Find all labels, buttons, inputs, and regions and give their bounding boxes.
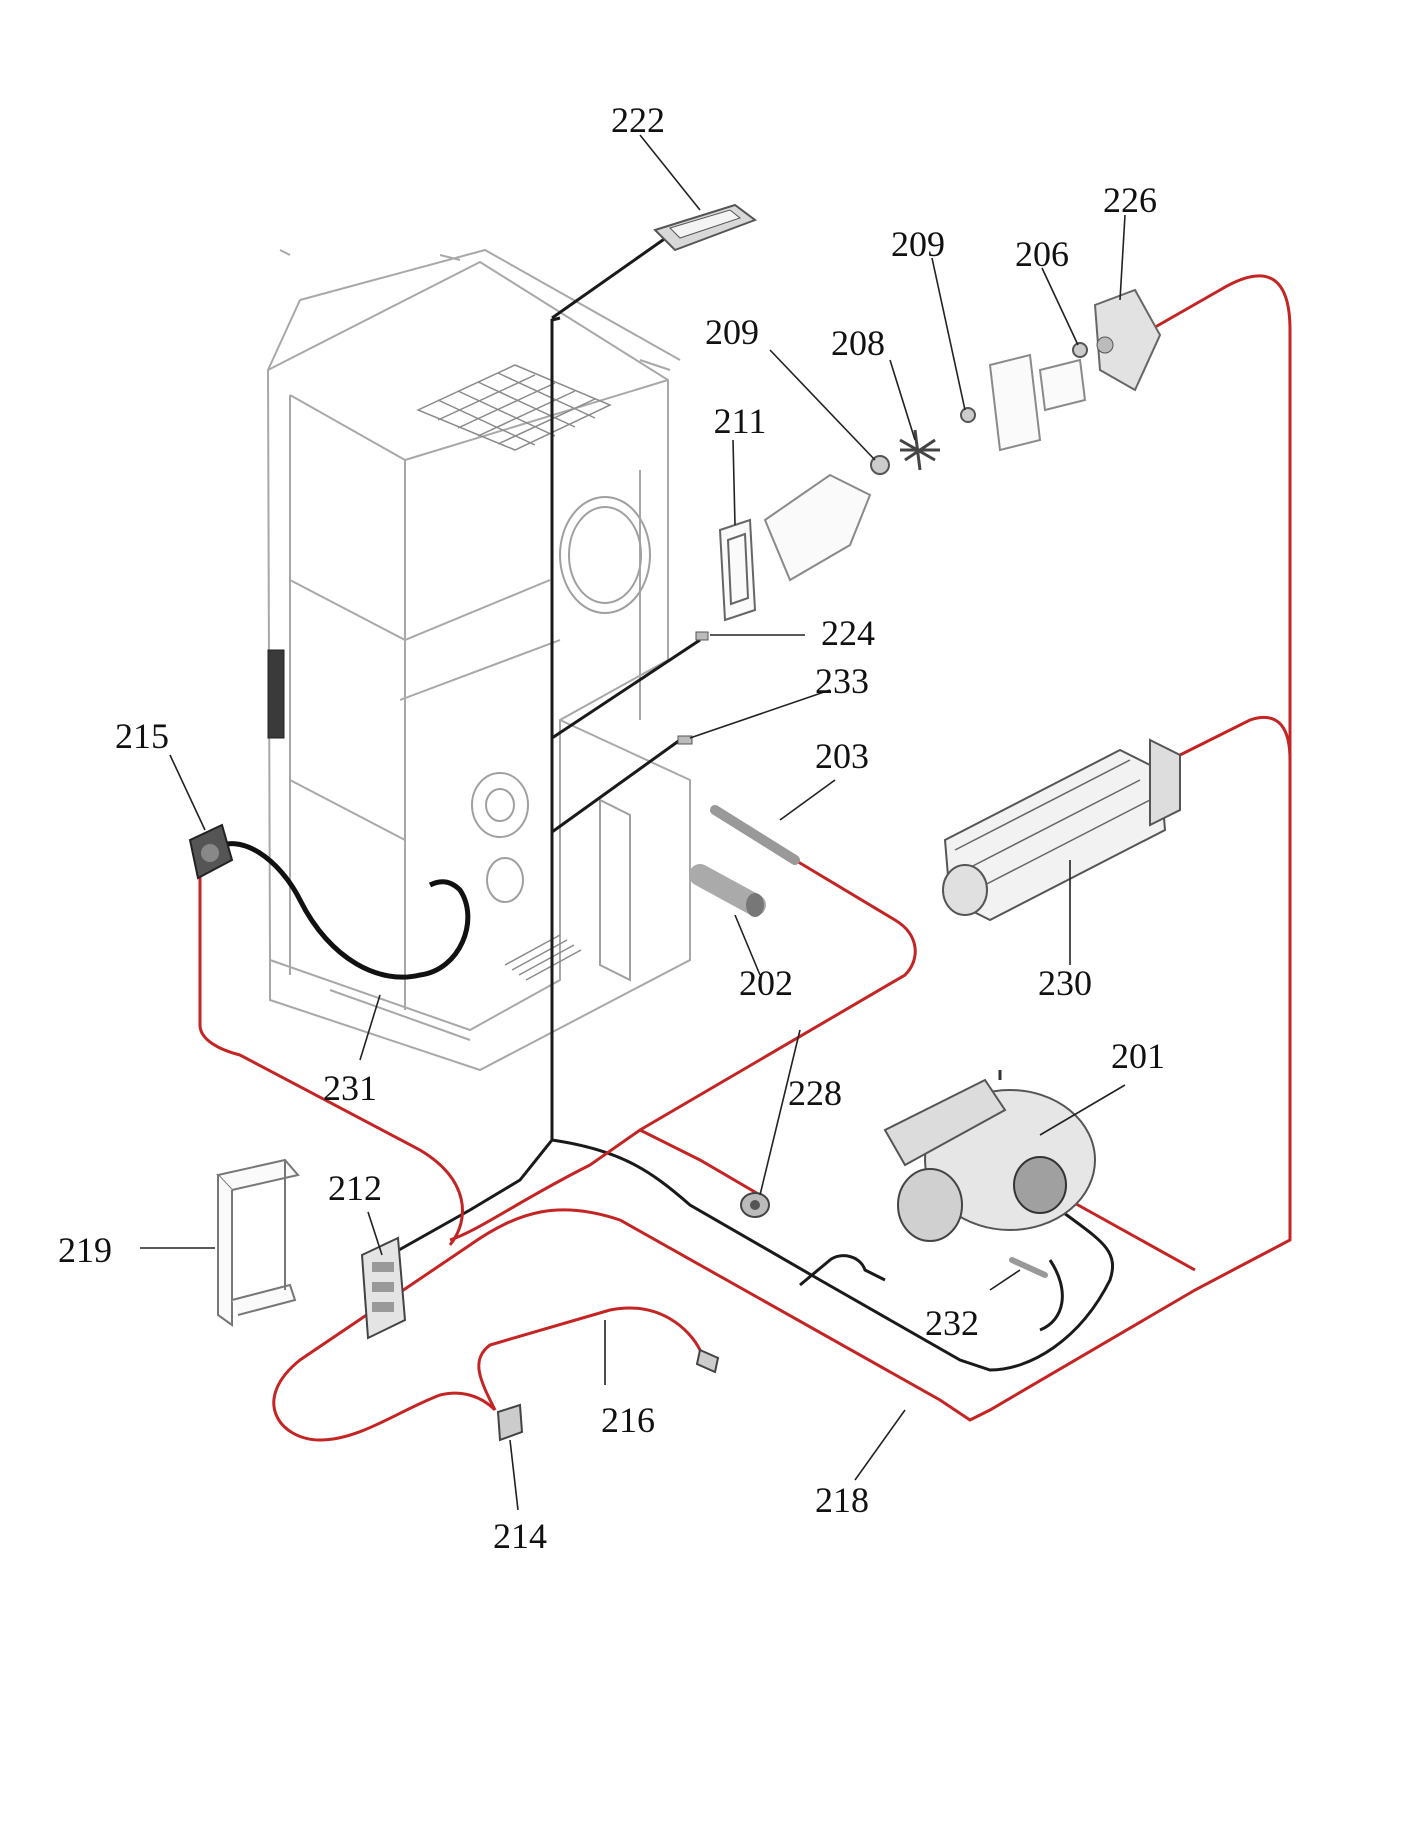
nut-209-left [870, 455, 890, 475]
sensor-tip-224 [695, 631, 709, 641]
switch-214 [496, 1403, 524, 1442]
round-port [559, 496, 651, 614]
callout-labels: 222 226 209 206 209 208 211 224 233 215 … [58, 100, 1165, 1556]
agitator-208 [899, 429, 940, 471]
callout-202: 202 [739, 963, 793, 1003]
callout-214: 214 [493, 1516, 547, 1556]
auger-brackets [988, 353, 1087, 452]
gasket-211 [718, 518, 757, 622]
probe-232 [1009, 1257, 1048, 1278]
auger-chute [763, 473, 872, 582]
pressure-switch-215 [188, 823, 234, 880]
base-grille [504, 934, 582, 981]
display-panel-222 [653, 203, 758, 252]
gear-motor-226 [1093, 288, 1162, 392]
terminal-block-212 [360, 1236, 407, 1340]
tangential-fan-230 [942, 738, 1181, 922]
callout-209-lower: 209 [705, 312, 759, 352]
leader-lines [140, 134, 1126, 1511]
exhaust-fan-201 [883, 1070, 1096, 1242]
callout-219: 219 [58, 1230, 112, 1270]
bracket-219 [216, 1158, 300, 1327]
callout-231: 231 [323, 1068, 377, 1108]
sensor-tip-233 [677, 735, 693, 745]
callout-211: 211 [714, 401, 767, 441]
callout-201: 201 [1111, 1036, 1165, 1076]
hose-231 [210, 841, 471, 980]
callout-208: 208 [831, 323, 885, 363]
lower-fan-opening [471, 772, 529, 903]
callout-203: 203 [815, 736, 869, 776]
bushing-206 [1072, 342, 1088, 358]
right-side-panel [599, 798, 631, 982]
callout-218: 218 [815, 1480, 869, 1520]
callout-224: 224 [821, 613, 875, 653]
tube-202 [689, 864, 766, 917]
top-grille [416, 364, 612, 451]
callout-215: 215 [115, 716, 169, 756]
side-handle [267, 649, 285, 739]
callout-230: 230 [1038, 963, 1092, 1003]
callout-232: 232 [925, 1303, 979, 1343]
igniter-203 [710, 805, 800, 865]
callout-222: 222 [611, 100, 665, 140]
nut-209-right [960, 407, 976, 423]
callout-209-upper: 209 [891, 224, 945, 264]
thermostat-228 [740, 1192, 770, 1218]
callout-233: 233 [815, 661, 869, 701]
callout-228: 228 [788, 1073, 842, 1113]
red-wiring [198, 274, 1292, 1442]
callout-226: 226 [1103, 180, 1157, 220]
callout-212: 212 [328, 1168, 382, 1208]
black-wiring [389, 233, 1115, 1372]
callout-216: 216 [601, 1400, 655, 1440]
callout-206: 206 [1015, 234, 1069, 274]
plug-216 [695, 1348, 720, 1374]
